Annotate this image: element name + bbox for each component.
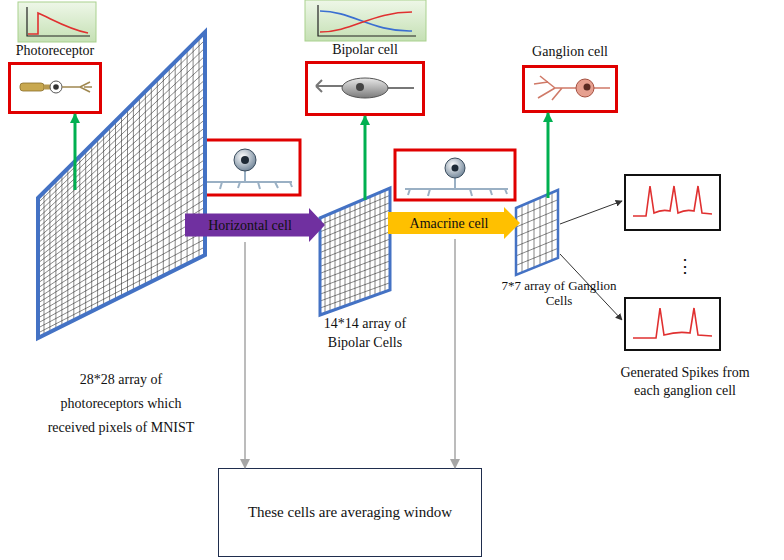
block-arrow-shape [388,207,520,239]
spike-box [625,298,720,350]
note-text: These cells are averaging window [248,504,452,521]
cell-heading: Photoreceptor [0,40,122,60]
horizontal-cell-arrow: Horizontal cell [185,208,325,242]
amacrine-cell [405,158,508,196]
horizontal-cell [200,149,292,189]
cell-heading: Bipolar cell [285,40,445,59]
grid-face [516,190,558,275]
bipolar-box: Bipolar cell [305,40,425,116]
ganglion-cell [534,76,610,100]
cell-name: Ganglion cell [532,43,608,60]
note-text: These cells are averaging window [225,469,475,556]
output-arrow [560,201,622,224]
grid-face [38,32,205,338]
array-caption-text: 7*7 array of Ganglion Cells [501,278,617,308]
grid-lines [38,38,205,335]
cell-name: Photoreceptor [16,42,95,59]
cell-name: Bipolar cell [332,41,398,58]
photoreceptor-array: 28*28 array of photoreceptors which rece… [35,190,207,440]
photoreceptor-cell [20,81,92,93]
connector-arrow [244,242,246,468]
array-caption: 7*7 array of Ganglion Cells [501,278,617,308]
cell-grids [38,32,558,338]
spike-box [625,175,720,230]
grid-outline [320,188,390,315]
array-caption: 28*28 array of photoreceptors which rece… [45,368,197,440]
photoreceptor-box: Photoreceptor [8,40,102,114]
connector-arrow [547,113,550,198]
note-box: These cells are averaging window [218,468,482,557]
cell-frame [522,65,618,113]
connector-arrow [364,116,367,200]
connector-arrow [74,114,77,190]
ganglion-array: 7*7 array of Ganglion Cells [500,198,618,308]
cell-frame [305,61,425,116]
array-caption-text: 14*14 array of Bipolar Cells [317,314,413,352]
amacrine-cell-arrow: Amacrine cell [388,207,520,239]
response-graph [305,0,426,41]
arrow-label: Amacrine cell [388,207,510,239]
grid-face [320,188,390,315]
array-caption-text: 28*28 array of photoreceptors which rece… [45,368,197,440]
array-caption: 14*14 array of Bipolar Cells [317,314,413,352]
cell-name: Amacrine cell [410,215,489,232]
bipolar-cell [316,78,414,98]
block-arrow-shape [185,208,325,242]
cell-frame [395,150,515,200]
grid-outline [516,190,558,275]
cell-name: Horizontal cell [208,217,292,234]
grid-outline [38,32,205,338]
connector-arrow [454,239,456,468]
ganglion-box: Ganglion cell [522,40,618,113]
ellipsis-mark: ⋮ [650,254,720,278]
arrow-label: Horizontal cell [185,208,315,242]
cell-heading: Ganglion cell [502,40,638,63]
cell-frame [8,62,102,114]
output-caption: Generated Spikes from each ganglion cell [612,364,758,400]
response-graph [18,2,96,42]
